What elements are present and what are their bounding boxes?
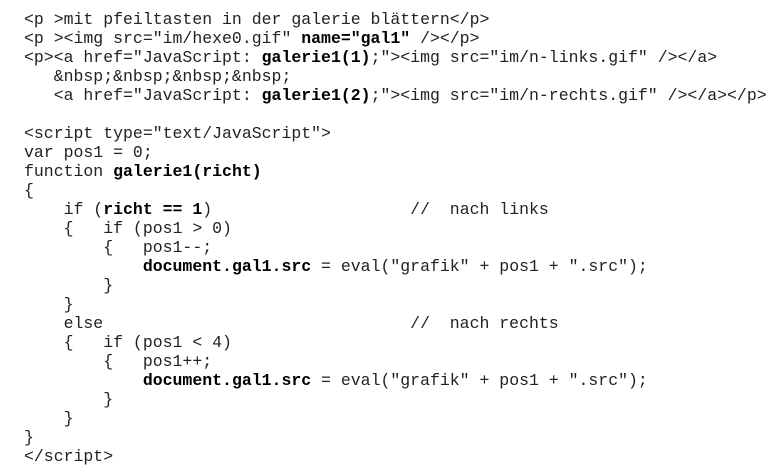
code-segment: {: [24, 181, 34, 200]
code-segment: <p >mit pfeiltasten in der galerie blätt…: [24, 10, 490, 29]
code-listing: <p >mit pfeiltasten in der galerie blätt…: [24, 10, 767, 466]
code-line: }: [24, 428, 767, 447]
code-segment: { if (pos1 < 4): [24, 333, 232, 352]
code-segment: /></p>: [410, 29, 480, 48]
code-line: { if (pos1 < 4): [24, 333, 767, 352]
code-segment: { if (pos1 > 0): [24, 219, 232, 238]
code-line: <p ><img src="im/hexe0.gif" name="gal1" …: [24, 29, 767, 48]
code-line: }: [24, 295, 767, 314]
code-bold-segment: name="gal1": [301, 29, 411, 48]
code-segment: { pos1--;: [24, 238, 213, 257]
code-line: document.gal1.src = eval("grafik" + pos1…: [24, 371, 767, 390]
code-line: var pos1 = 0;: [24, 143, 767, 162]
code-segment: { pos1++;: [24, 352, 213, 371]
code-bold-segment: galerie1(2): [261, 86, 371, 105]
code-line: <a href="JavaScript: galerie1(2);"><img …: [24, 86, 767, 105]
code-line: else // nach rechts: [24, 314, 767, 333]
code-line: [24, 105, 767, 124]
code-line: }: [24, 276, 767, 295]
code-line: { pos1++;: [24, 352, 767, 371]
code-line: document.gal1.src = eval("grafik" + pos1…: [24, 257, 767, 276]
code-line: function galerie1(richt): [24, 162, 767, 181]
code-line: {: [24, 181, 767, 200]
code-segment: [24, 257, 143, 276]
code-segment: </script>: [24, 447, 114, 466]
code-bold-segment: galerie1(1): [261, 48, 371, 67]
code-segment: }: [24, 390, 114, 409]
code-line: </script>: [24, 447, 767, 466]
code-segment: = eval("grafik" + pos1 + ".src");: [311, 371, 648, 390]
code-segment: ) // nach links: [202, 200, 549, 219]
code-line: }: [24, 409, 767, 428]
code-bold-segment: document.gal1.src: [142, 257, 312, 276]
code-segment: [24, 371, 143, 390]
code-segment: }: [24, 428, 34, 447]
code-segment: <p><a href="JavaScript:: [24, 48, 262, 67]
code-line: &nbsp;&nbsp;&nbsp;&nbsp;: [24, 67, 767, 86]
code-segment: if (: [24, 200, 104, 219]
code-segment: }: [24, 409, 74, 428]
code-segment: &nbsp;&nbsp;&nbsp;&nbsp;: [24, 67, 292, 86]
code-segment: <a href="JavaScript:: [24, 86, 262, 105]
code-segment: <p ><img src="im/hexe0.gif": [24, 29, 302, 48]
code-segment: var pos1 = 0;: [24, 143, 153, 162]
code-segment: function: [24, 162, 114, 181]
code-line: if (richt == 1) // nach links: [24, 200, 767, 219]
code-bold-segment: galerie1(richt): [113, 162, 262, 181]
code-segment: else // nach rechts: [24, 314, 559, 333]
code-segment: <script type="text/JavaScript">: [24, 124, 331, 143]
code-line: <p><a href="JavaScript: galerie1(1);"><i…: [24, 48, 767, 67]
code-line: <p >mit pfeiltasten in der galerie blätt…: [24, 10, 767, 29]
code-bold-segment: document.gal1.src: [142, 371, 312, 390]
code-segment: }: [24, 276, 114, 295]
code-line: <script type="text/JavaScript">: [24, 124, 767, 143]
code-line: { if (pos1 > 0): [24, 219, 767, 238]
code-line: { pos1--;: [24, 238, 767, 257]
code-bold-segment: richt == 1: [103, 200, 203, 219]
code-segment: }: [24, 295, 74, 314]
code-segment: = eval("grafik" + pos1 + ".src");: [311, 257, 648, 276]
code-line: }: [24, 390, 767, 409]
code-segment: ;"><img src="im/n-rechts.gif" /></a></p>: [370, 86, 767, 105]
code-segment: ;"><img src="im/n-links.gif" /></a>: [370, 48, 718, 67]
